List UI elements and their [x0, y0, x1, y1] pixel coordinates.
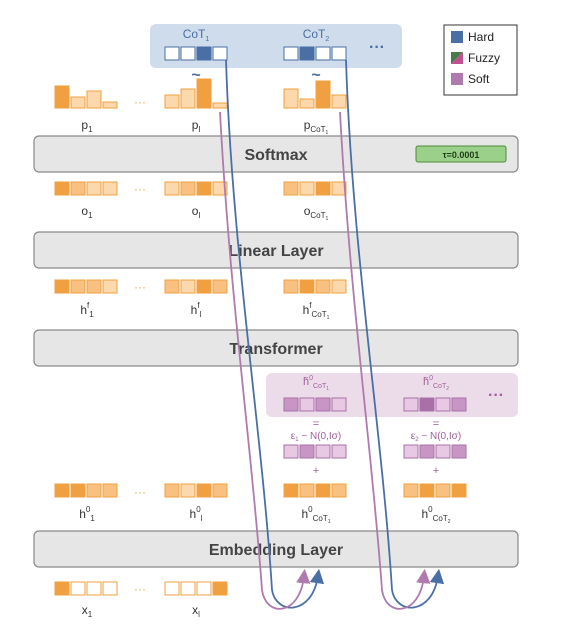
pcot-label: pCoT1 [304, 118, 329, 136]
linear-layer [33, 231, 519, 269]
hfl-label: hfl [191, 301, 202, 319]
x-ellipsis: ··· [134, 582, 146, 596]
eps1-token [283, 444, 347, 459]
sample-tilde-2: ~ [311, 67, 320, 84]
eps2-token [403, 444, 467, 459]
plus-2: + [433, 465, 439, 477]
h01-label: h01 [79, 505, 95, 523]
hard-swatch [451, 31, 463, 43]
sample-tilde-1: ~ [191, 67, 200, 84]
hfcot-label: hfCoT1 [303, 301, 330, 321]
xl-label: xl [192, 603, 200, 619]
hbar1-label: h̃0CoT1 [303, 375, 329, 392]
h0cot2-label: h0CoT2 [421, 505, 450, 525]
p-ellipsis: ··· [134, 95, 146, 109]
o1-label: o1 [81, 204, 93, 220]
transformer-layer [33, 329, 519, 367]
cot1-hard-feedback-curve [225, 59, 325, 609]
legend-hard-label: Hard [468, 30, 494, 44]
temperature-badge [415, 145, 507, 163]
cot2-soft-feedback-curve [339, 111, 431, 610]
ocot-token [283, 181, 347, 196]
cot2-onehot-token [283, 46, 347, 61]
hfl-token [164, 279, 228, 294]
p1-histogram [54, 85, 118, 109]
h0l-token [164, 483, 228, 498]
x1-label: x1 [82, 603, 93, 619]
hf1-label: hf1 [80, 301, 94, 319]
o1-token [54, 181, 118, 196]
cot2-hard-feedback-curve [345, 59, 445, 609]
equals-1: = [313, 418, 319, 430]
equals-2: = [433, 418, 439, 430]
softmax-label: Softmax [244, 147, 307, 164]
h0cot1-token [283, 483, 347, 498]
h01-token [54, 483, 118, 498]
embedding-layer [33, 530, 519, 568]
soft-swatch [451, 73, 463, 85]
xl-token [164, 581, 228, 596]
ol-token [164, 181, 228, 196]
legend-fuzzy-label: Fuzzy [468, 51, 500, 65]
h0cot1-label: h0CoT1 [301, 505, 330, 525]
plus-1: + [313, 465, 319, 477]
h0-ellipsis: ··· [134, 485, 146, 499]
pcot-histogram [283, 80, 347, 109]
eps2-label: ε2 ~ N(0,Iσ) [411, 431, 461, 443]
hf1-token [54, 279, 118, 294]
cot1-label: CoT1 [183, 27, 210, 43]
cot2-label: CoT2 [303, 27, 330, 43]
o-ellipsis: ··· [134, 182, 146, 196]
cot1-onehot-token [164, 46, 228, 61]
softmax-layer [33, 135, 519, 173]
eps1-label: ε1 ~ N(0,Iσ) [291, 431, 341, 443]
h0l-label: h0l [190, 505, 203, 523]
p1-label: p1 [81, 118, 93, 134]
x1-token [54, 581, 118, 596]
linear-layer-label: Linear Layer [228, 243, 323, 260]
pl-label: pl [192, 118, 201, 134]
transformer-label: Transformer [229, 341, 322, 358]
embedding-layer-label: Embedding Layer [209, 542, 343, 559]
cot1-soft-feedback-curve [219, 111, 311, 610]
legend-soft-label: Soft [468, 72, 490, 86]
hbar1-token [283, 397, 347, 412]
pl-histogram [164, 78, 228, 109]
h0cot2-token [403, 483, 467, 498]
hbar2-token [403, 397, 467, 412]
temperature-value: τ=0.0001 [443, 150, 480, 160]
fuzzy-swatch-b [451, 52, 463, 64]
ol-label: ol [192, 204, 201, 220]
ocot-label: oCoT1 [304, 204, 329, 222]
legend: Hard Fuzzy Soft [443, 24, 518, 96]
hf-ellipsis: ··· [134, 280, 146, 294]
hfcot-token [283, 279, 347, 294]
cot-ellipsis: ··· [369, 39, 385, 56]
hbar2-label: h̃0CoT2 [423, 375, 449, 392]
noise-ellipsis: ··· [488, 387, 504, 404]
